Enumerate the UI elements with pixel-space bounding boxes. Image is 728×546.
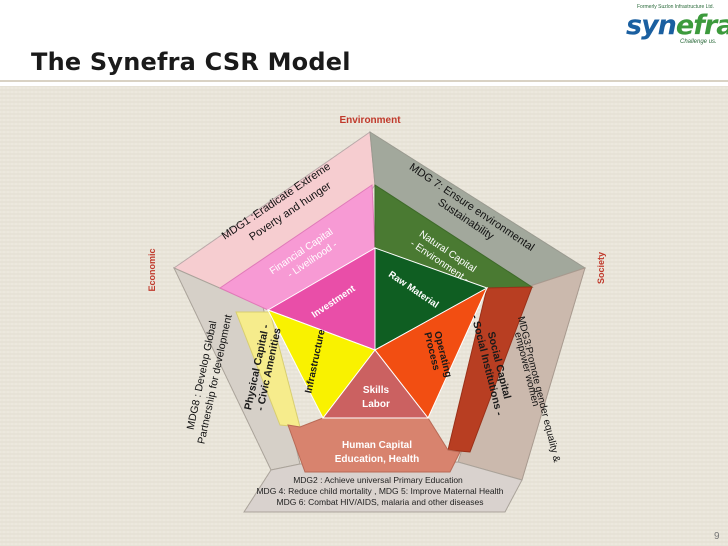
outer-segment-mdg2-4-5-6: [243, 461, 523, 513]
label-human-line1: Human Capital: [342, 440, 412, 451]
logo-tagline: Challenge us.: [680, 39, 717, 45]
label-bottom-line2: MDG 4: Reduce child mortality , MDG 5: I…: [256, 486, 503, 496]
title-divider: [0, 80, 728, 82]
label-society: Society: [596, 252, 606, 284]
slide-title: The Synefra CSR Model: [31, 48, 351, 76]
inner-segment-skills-labor: [321, 349, 430, 419]
label-human-line2: Education, Health: [335, 454, 419, 465]
logo-former-name: Formerly Suzlon Infrastructure Ltd.: [637, 4, 714, 10]
logo-word-main: syn: [626, 10, 677, 41]
label-bottom-line3: MDG 6: Combat HIV/AIDS, malaria and othe…: [277, 497, 484, 507]
synefra-logo: Formerly Suzlon Infrastructure Ltd. syne…: [622, 4, 728, 48]
label-skills: Skills: [363, 385, 390, 396]
logo-word-accent: efra: [675, 10, 728, 41]
label-bottom-line1: MDG2 : Achieve universal Primary Educati…: [293, 475, 463, 485]
label-labor: Labor: [362, 399, 390, 410]
title-band: [0, 0, 728, 86]
label-environment: Environment: [339, 115, 401, 126]
label-economic: Economic: [147, 248, 157, 291]
page-number: 9: [714, 531, 720, 542]
middle-segment-human-capital: [287, 417, 461, 473]
middle-segment-social-capital: [447, 286, 533, 453]
logo-wordmark: synefra: [626, 10, 728, 41]
